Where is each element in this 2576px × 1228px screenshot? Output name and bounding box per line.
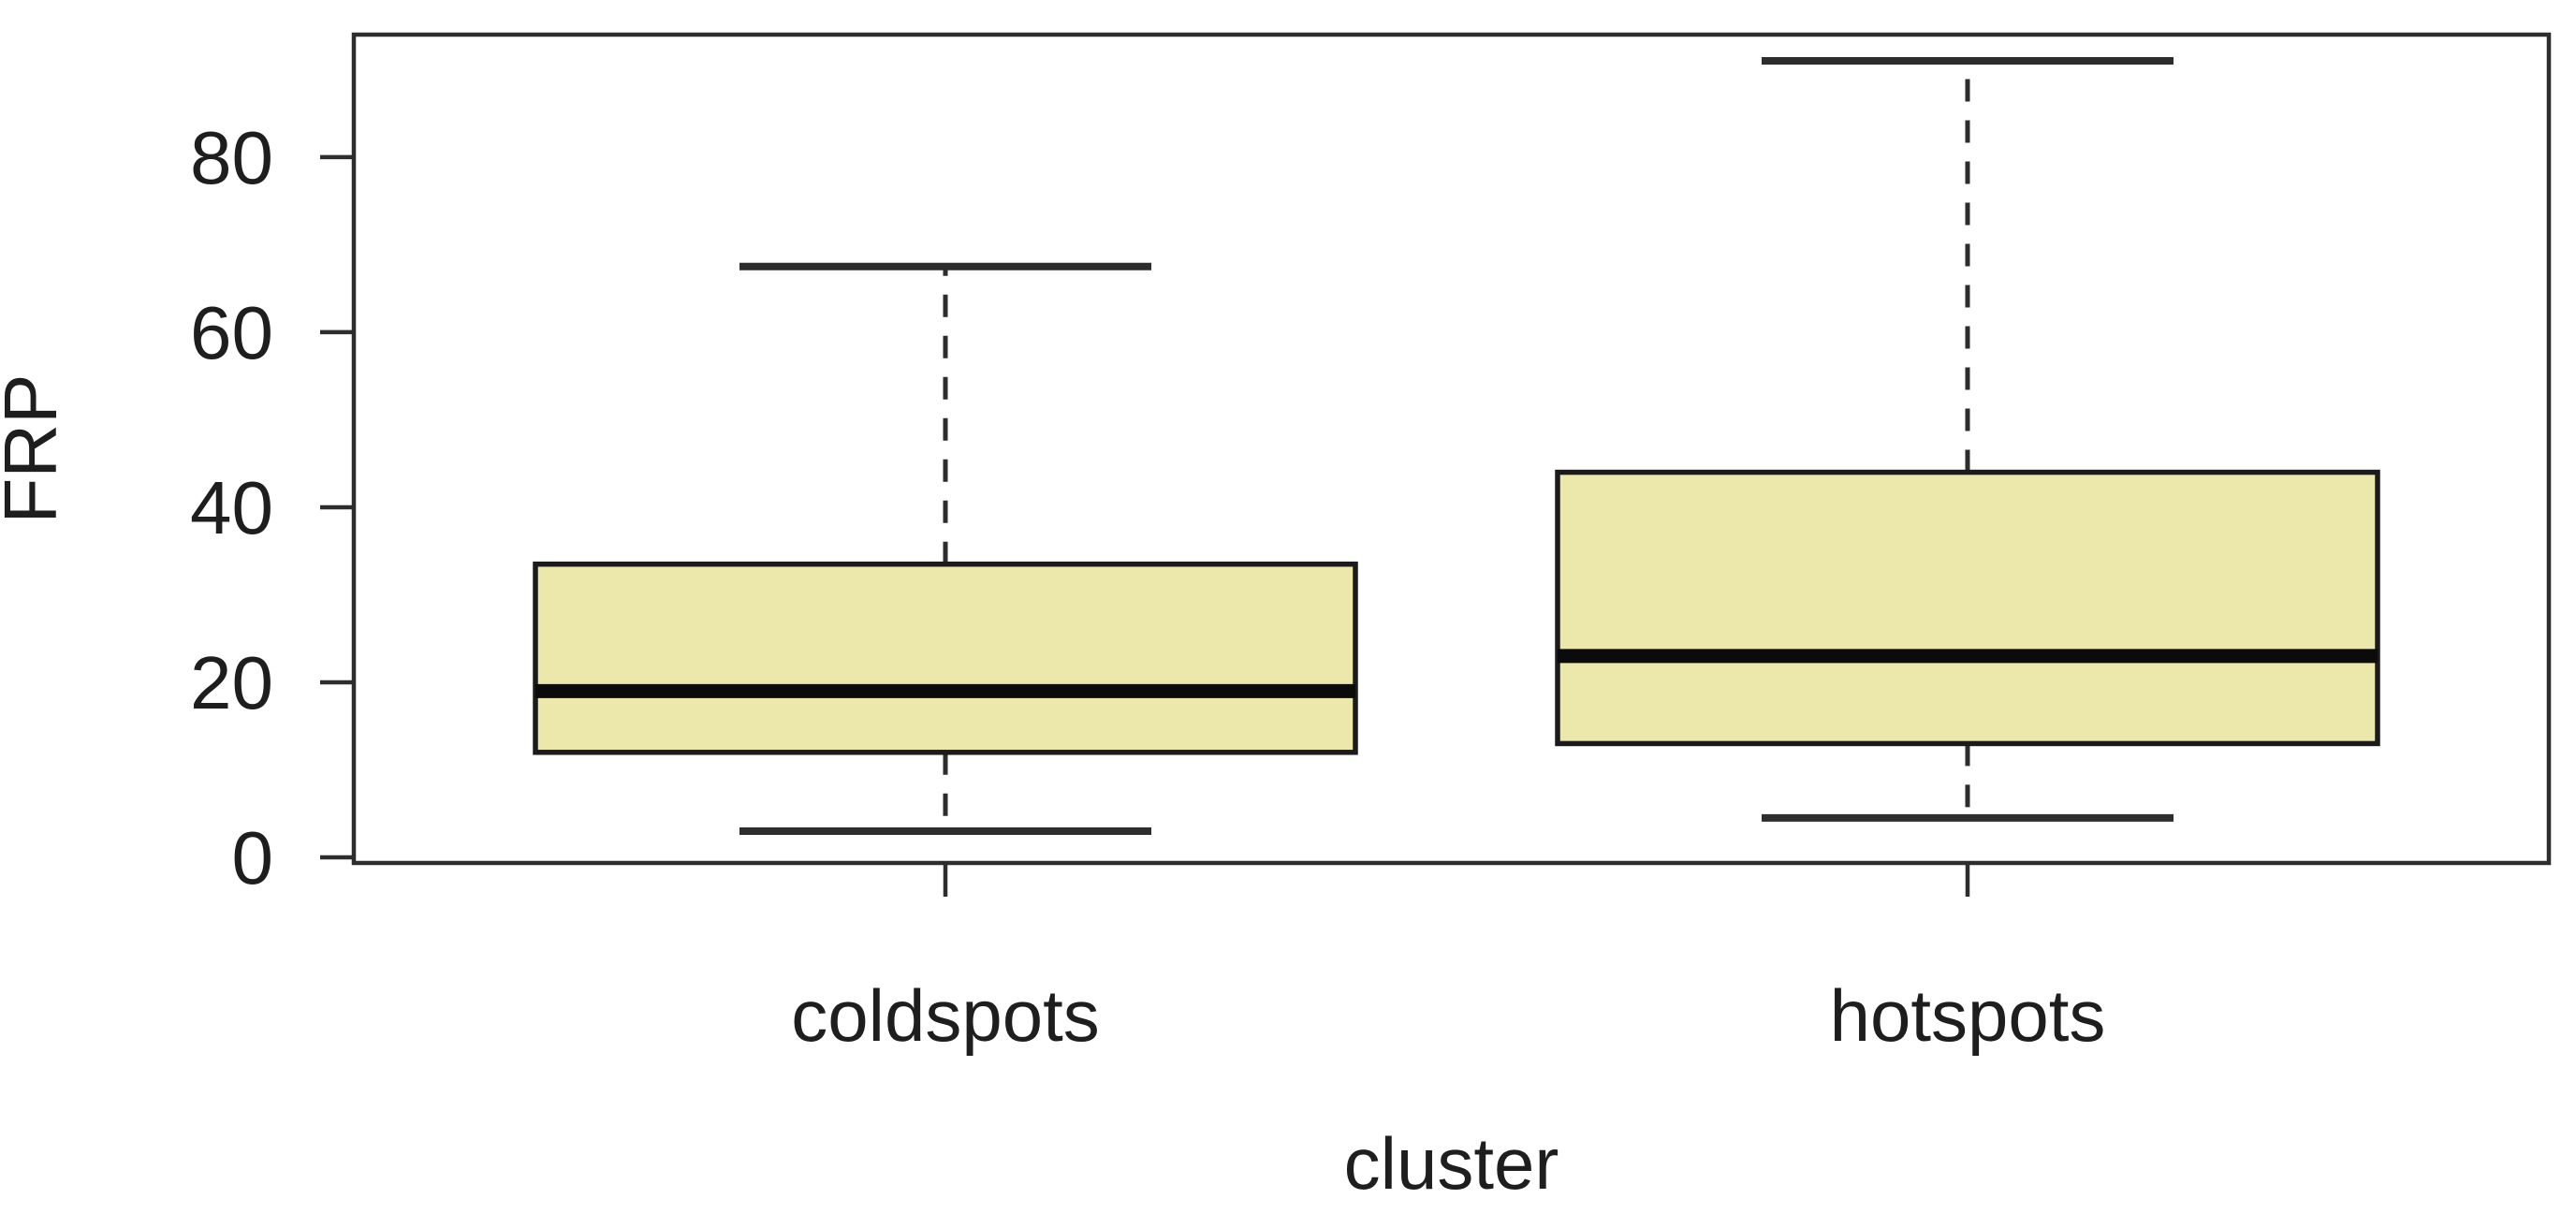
- y-tick-label: 40: [190, 466, 273, 549]
- iqr-box: [533, 561, 1358, 755]
- box-group-coldspots: [533, 262, 1358, 835]
- y-tick-label: 0: [232, 816, 274, 899]
- category-label: coldspots: [791, 974, 1100, 1057]
- y-tick-label: 60: [190, 291, 273, 374]
- x-axis-title: cluster: [1344, 1122, 1559, 1205]
- category-label: hotspots: [1830, 974, 2106, 1057]
- y-axis-title: FRP: [0, 374, 72, 524]
- plot-frame: [351, 32, 2552, 866]
- y-tick-label: 20: [190, 641, 273, 724]
- y-tick-label: 80: [190, 116, 273, 199]
- iqr-box: [1555, 469, 2380, 747]
- box-group-hotspots: [1555, 57, 2380, 822]
